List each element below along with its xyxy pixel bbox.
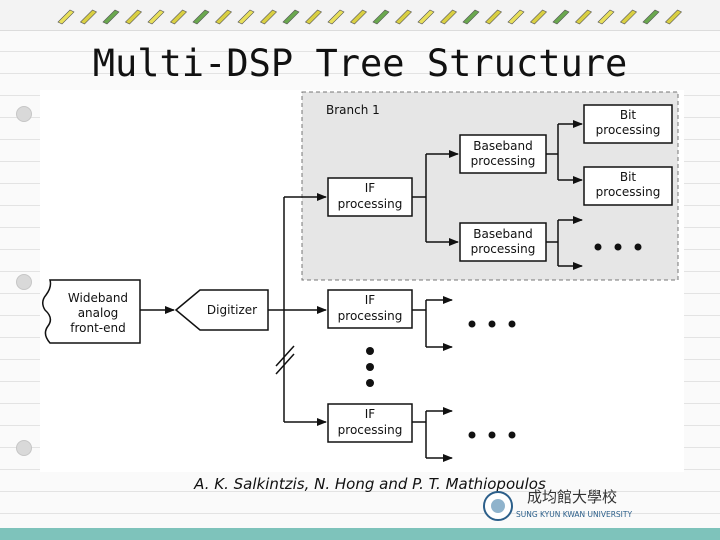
pencil-icon <box>439 9 458 25</box>
pencil-icon <box>529 9 548 25</box>
pencil-icon <box>349 9 368 25</box>
pencil-icon <box>664 9 683 25</box>
pencil-icon <box>57 9 75 25</box>
pencil-icon <box>169 9 188 25</box>
pencil-icon <box>642 9 660 25</box>
binder-hole <box>16 106 32 122</box>
baseband-label-line-2: processing <box>471 242 536 256</box>
ellipsis-dot <box>468 431 476 439</box>
ellipsis-dot <box>468 320 476 328</box>
pencil-icon <box>304 9 323 25</box>
trunk-break-mark <box>275 353 295 375</box>
wideband-frontend-block: Wideband analog front-end <box>42 279 141 344</box>
tree-diagram: Branch 1 Wideband analog front-end Digit… <box>40 90 684 472</box>
tree-diagram-svg: Branch 1 Wideband analog front-end Digit… <box>42 91 679 462</box>
pencil-icon <box>597 9 615 25</box>
bit-label-line-1: Bit <box>620 108 637 122</box>
frontend-label-line-2: analog <box>78 306 119 320</box>
if-processing-block-3: IF processing <box>327 403 413 443</box>
trunk-break-mark <box>275 345 295 367</box>
pencil-icon <box>192 9 210 25</box>
ellipsis-dot <box>508 431 516 439</box>
branch-label: Branch 1 <box>326 103 380 117</box>
binder-hole <box>16 440 32 456</box>
pencil-icon <box>327 9 345 25</box>
baseband-label-line-1: Baseband <box>473 139 532 153</box>
frontend-label-line-3: front-end <box>70 321 125 335</box>
pencil-icon <box>372 9 390 25</box>
bit-processing-block-2: Bit processing <box>583 166 673 206</box>
baseband-processing-block-2: Baseband processing <box>459 222 547 262</box>
if-label-line-2: processing <box>338 197 403 211</box>
pencil-icon <box>124 9 143 25</box>
ellipsis-dot <box>366 363 374 371</box>
pencil-icon <box>214 9 233 25</box>
ellipsis-dot <box>488 431 496 439</box>
digitizer-block: Digitizer <box>174 289 269 331</box>
pencil-icon <box>462 9 480 25</box>
pencil-icon <box>282 9 300 25</box>
citation-caption: A. K. Salkintzis, N. Hong and P. T. Math… <box>194 475 546 493</box>
pencil-icon <box>484 9 503 25</box>
decorative-bottom-strip <box>0 528 720 540</box>
pencil-icon <box>552 9 570 25</box>
ellipsis-dot <box>594 243 602 251</box>
frontend-label-line-1: Wideband <box>68 291 128 305</box>
decorative-top-strip <box>0 0 720 31</box>
if-label-line-1: IF <box>365 293 376 307</box>
if-label-line-1: IF <box>365 407 376 421</box>
pencil-icon <box>237 9 255 25</box>
emblem-inner <box>491 499 505 513</box>
baseband-label-line-2: processing <box>471 154 536 168</box>
pencil-icon <box>507 9 525 25</box>
if-label-line-1: IF <box>365 181 376 195</box>
university-logo: 成均館大學校 SUNG KYUN KWAN UNIVERSITY <box>480 480 644 526</box>
pencil-decoration-row <box>57 9 683 25</box>
pencil-icon <box>102 9 120 25</box>
slide-title: Multi-DSP Tree Structure <box>92 42 628 85</box>
logo-english-text: SUNG KYUN KWAN UNIVERSITY <box>516 510 633 519</box>
ellipsis-dot <box>488 320 496 328</box>
ellipsis-dot <box>634 243 642 251</box>
logo-chinese-text: 成均館大學校 <box>527 488 617 506</box>
pencil-icon <box>79 9 98 25</box>
if-processing-block-2: IF processing <box>327 289 413 329</box>
pencil-icon <box>619 9 638 25</box>
bit-processing-block-1: Bit processing <box>583 104 673 144</box>
if-label-line-2: processing <box>338 309 403 323</box>
bit-label-line-1: Bit <box>620 170 637 184</box>
ellipsis-dot <box>366 379 374 387</box>
if-processing-block-1: IF processing <box>327 177 413 217</box>
if-label-line-2: processing <box>338 423 403 437</box>
pencil-icon <box>394 9 413 25</box>
bit-label-line-2: processing <box>596 123 661 137</box>
pencil-icon <box>259 9 278 25</box>
ellipsis-dot <box>508 320 516 328</box>
ellipsis-dot <box>614 243 622 251</box>
baseband-label-line-1: Baseband <box>473 227 532 241</box>
pencil-icon <box>417 9 435 25</box>
baseband-processing-block-1: Baseband processing <box>459 134 547 174</box>
digitizer-label: Digitizer <box>207 303 257 317</box>
pencil-icon <box>574 9 593 25</box>
pencil-icon <box>147 9 165 25</box>
ellipsis-dot <box>366 347 374 355</box>
binder-hole <box>16 274 32 290</box>
bit-label-line-2: processing <box>596 185 661 199</box>
